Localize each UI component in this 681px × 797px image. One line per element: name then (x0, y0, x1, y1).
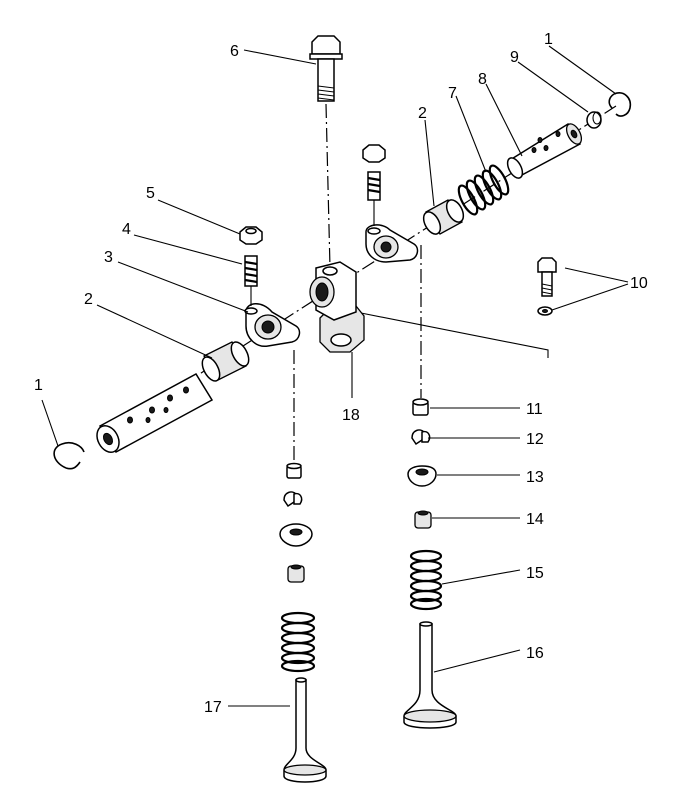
rocker-shaft-left (96, 373, 214, 453)
bolt-washer-10 (537, 257, 557, 316)
callout-4: 4 (122, 221, 131, 238)
bolt-6 (309, 35, 343, 102)
callout-12: 12 (526, 431, 544, 448)
rocker-arm-left-3 (244, 303, 301, 347)
callout-6: 6 (230, 43, 239, 60)
bushing-right-2 (422, 199, 465, 235)
callout-13: 13 (526, 469, 544, 486)
rocker-support-18 (309, 261, 365, 353)
callout-15: 15 (526, 565, 544, 582)
callout-2-left: 2 (84, 291, 93, 308)
snap-ring-left-1 (53, 441, 85, 470)
callout-2-right: 2 (418, 105, 427, 122)
callout-8: 8 (478, 71, 487, 88)
rocker-arm-right (362, 144, 419, 263)
leader-lines (41, 45, 629, 707)
callout-11: 11 (526, 401, 543, 418)
callout-5: 5 (146, 185, 155, 202)
callout-7: 7 (448, 85, 457, 102)
valve-stack-right (403, 398, 457, 729)
rocker-shaft-right-8 (506, 122, 583, 179)
nut-5 (239, 226, 263, 245)
callout-16: 16 (526, 645, 544, 662)
callout-9: 9 (510, 49, 519, 66)
callout-3: 3 (104, 249, 113, 266)
spring-7 (457, 164, 510, 216)
callout-17: 17 (204, 699, 222, 716)
callout-1-right: 1 (544, 31, 553, 48)
plug-9 (586, 111, 602, 129)
callout-10: 10 (630, 275, 648, 292)
bushing-left-2 (201, 341, 250, 382)
callout-labels: 6 1 9 8 7 2 5 4 3 2 1 10 18 11 12 13 14 … (34, 31, 648, 716)
snap-ring-right-1 (608, 92, 632, 117)
adjuster-screw-4 (244, 255, 258, 306)
callout-14: 14 (526, 511, 544, 528)
callout-1-left: 1 (34, 377, 43, 394)
callout-18: 18 (342, 407, 360, 424)
valve-stack-left (279, 462, 327, 783)
